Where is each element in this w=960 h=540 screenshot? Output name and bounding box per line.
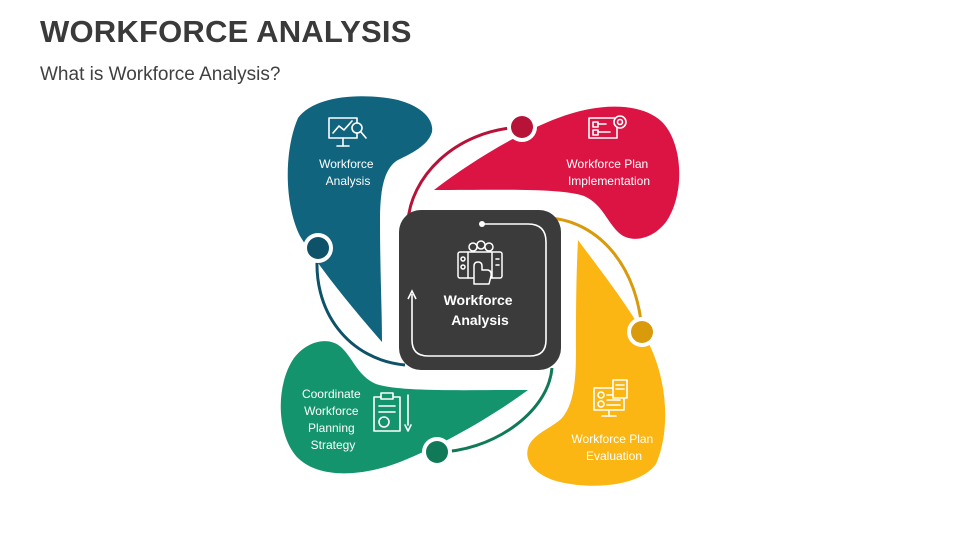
- center-label: Workforce Analysis: [444, 292, 517, 328]
- connector-dots: [303, 112, 657, 467]
- monitor-report-icon: [593, 379, 628, 417]
- page-subtitle: What is Workforce Analysis?: [40, 64, 281, 85]
- connector-blue: [315, 247, 406, 367]
- connector-yellow: [549, 216, 644, 333]
- center-cycle-arrow: [411, 223, 547, 357]
- workforce-people-icon: [457, 240, 503, 285]
- petal-shape-green: [280, 341, 528, 474]
- page-title: WORKFORCE ANALYSIS: [40, 14, 412, 49]
- petal-label-yellow: Workforce Plan Evaluation: [571, 432, 656, 463]
- petal-plan-evaluation: Workforce Plan Evaluation: [527, 240, 666, 486]
- petal-label-blue: Workforce Analysis: [319, 157, 377, 188]
- petal-label-red: Workforce Plan Implementation: [566, 157, 651, 188]
- petal-coordinate-strategy: Coordinate Workforce Planning Strategy: [280, 341, 528, 474]
- petal-shape-blue: [287, 96, 433, 342]
- petal-workforce-analysis: Workforce Analysis: [287, 96, 433, 342]
- petal-plan-implementation: Workforce Plan Implementation: [434, 106, 680, 239]
- flowchart-gear-icon: [588, 115, 627, 139]
- chart-magnifier-icon: [328, 117, 367, 147]
- connector-green: [436, 367, 554, 454]
- petal-shape-red: [434, 106, 680, 239]
- connector-red: [406, 125, 523, 223]
- petal-shape-yellow: [527, 240, 666, 486]
- connector-lines: [315, 125, 644, 454]
- clipboard-pencil-icon: [373, 392, 412, 432]
- center-box: Workforce Analysis: [399, 210, 561, 370]
- center-box-shape: [399, 210, 561, 370]
- petal-label-green: Coordinate Workforce Planning Strategy: [302, 387, 364, 452]
